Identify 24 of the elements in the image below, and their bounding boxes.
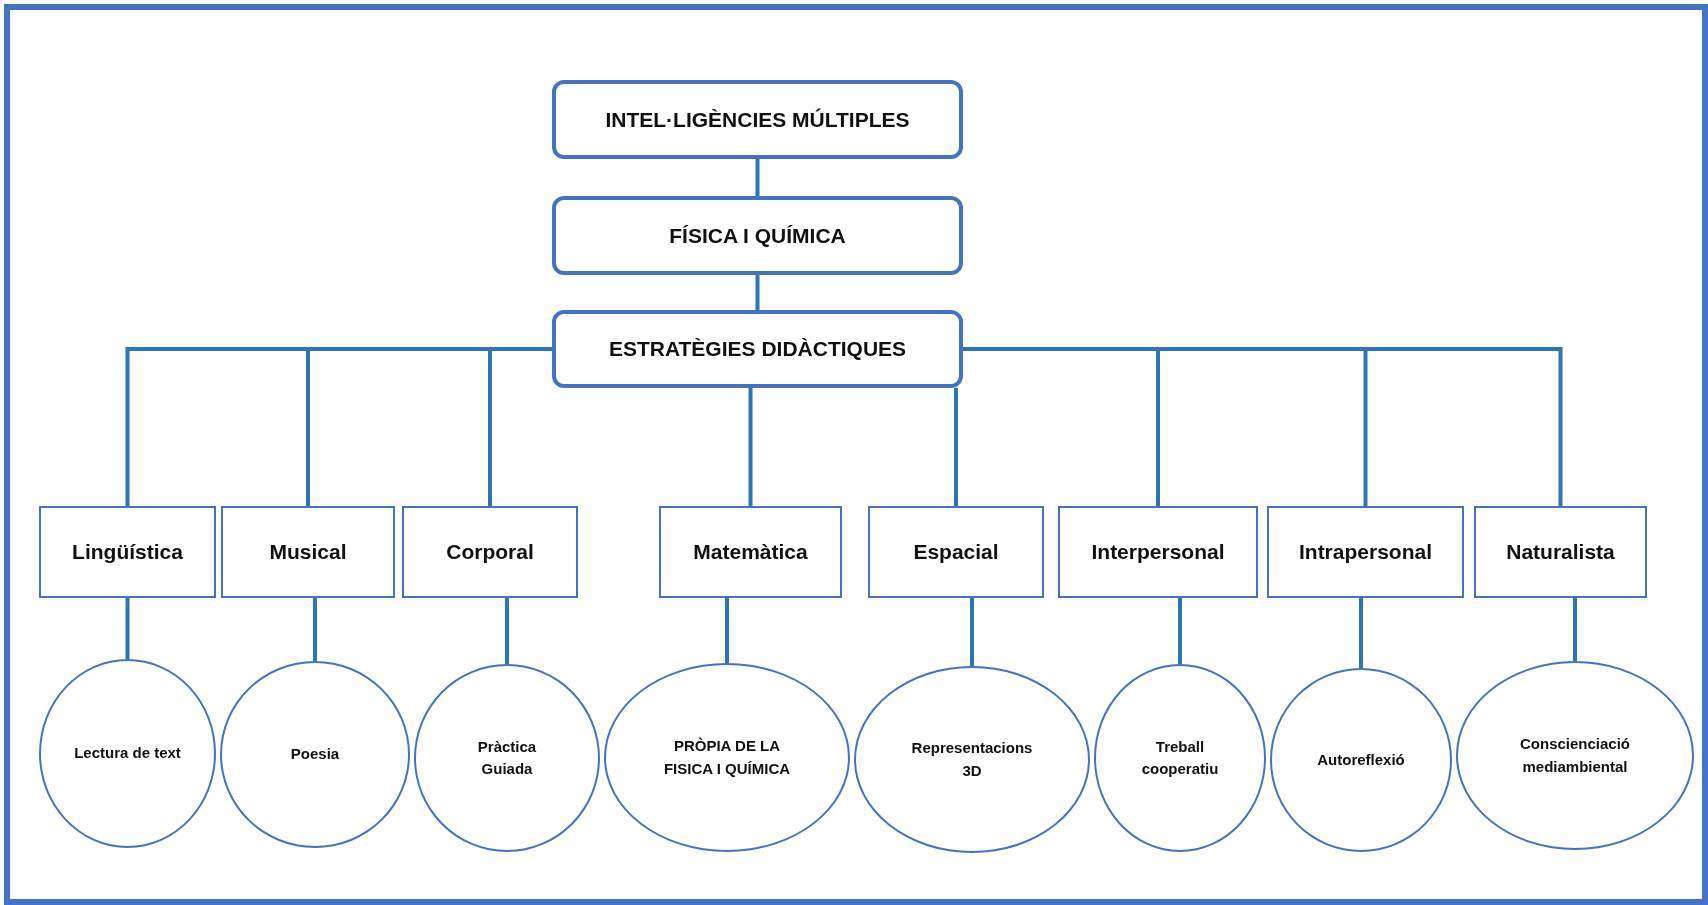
title-box: INTEL·LIGÈNCIES MÚLTIPLES [552,80,963,159]
connector-line [313,598,317,661]
connector-line [970,598,974,666]
connector-line [1573,598,1577,661]
category-box: Matemàtica [659,506,842,598]
connector-line [1178,598,1182,664]
connector-line [125,598,130,659]
title-box: FÍSICA I QUÍMICA [552,196,963,275]
connector-line [505,598,509,664]
connector-line [755,275,760,310]
category-box: Corporal [402,506,578,598]
category-box: Naturalista [1474,506,1647,598]
connector-line [488,347,552,506]
category-box: Interpersonal [1058,506,1258,598]
category-box: Lingüística [39,506,216,598]
category-box: Intrapersonal [1267,506,1464,598]
category-box: Espacial [868,506,1044,598]
connector-line [755,159,760,196]
connector-line [1359,598,1363,668]
connector-line [954,388,958,506]
connector-line [748,388,753,506]
category-box: Musical [221,506,395,598]
connector-line [725,598,729,663]
title-box: ESTRATÈGIES DIDÀCTIQUES [552,310,963,388]
